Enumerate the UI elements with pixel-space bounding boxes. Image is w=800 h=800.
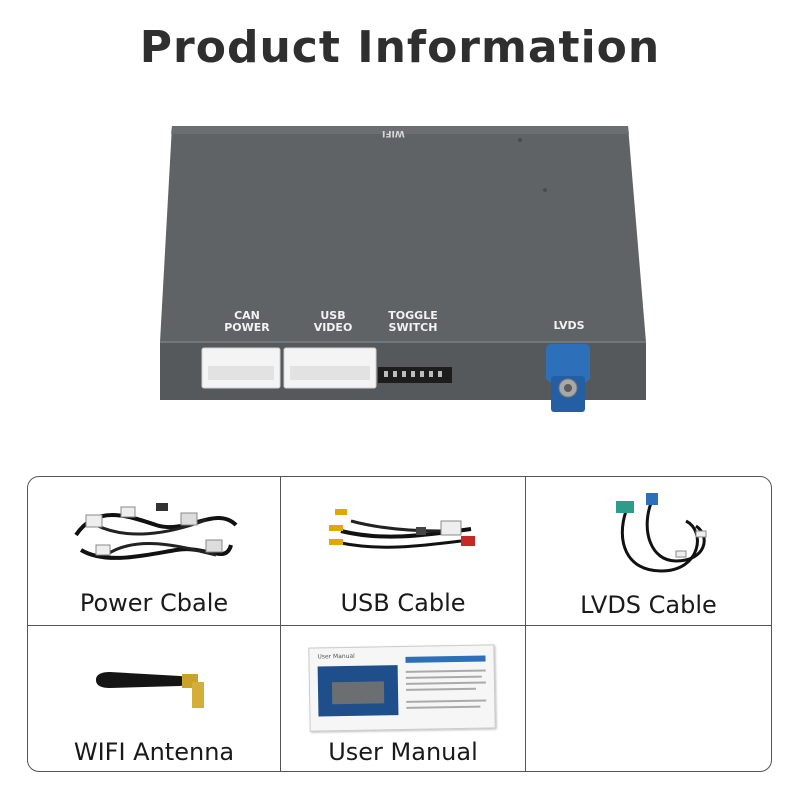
device-image: WIFI CAN POWER USB VIDEO TOGGLE SWITCH L… [150,120,650,420]
item-user-manual: User Manual User Manual [280,625,525,771]
power-cable-image [74,503,238,560]
item-label: Power Cbale [79,589,229,617]
item-usb-cable: USB Cable [280,477,525,625]
device-box-illustration [160,126,646,412]
manual-cover-title: User Manual [317,652,355,661]
port-label-usb-video: USB VIDEO [313,309,353,334]
item-wifi-antenna: WIFI Antenna [28,625,280,771]
usb-cable-image [329,509,475,549]
accessories-grid: Power Cbale USB Cable LVDS Cable [27,476,772,772]
user-manual-image: User Manual [308,644,496,732]
item-label: User Manual [328,738,478,766]
manual-cover-photo [317,665,399,717]
empty-cell [525,625,771,771]
port-label-toggle-switch: TOGGLE SWITCH [388,309,438,334]
port-label-lvds: LVDS [553,319,585,332]
port-label-can-power: CAN POWER [224,309,270,334]
item-label: WIFI Antenna [73,738,235,766]
item-label: USB Cable [340,589,466,617]
item-lvds-cable: LVDS Cable [525,477,771,625]
lvds-cable-image [616,493,707,573]
page-title: Product Information [139,22,661,73]
wifi-antenna-image [96,672,204,708]
item-power-cable: Power Cbale [28,477,280,625]
wifi-top-label: WIFI [382,128,405,138]
item-label: LVDS Cable [580,591,717,619]
